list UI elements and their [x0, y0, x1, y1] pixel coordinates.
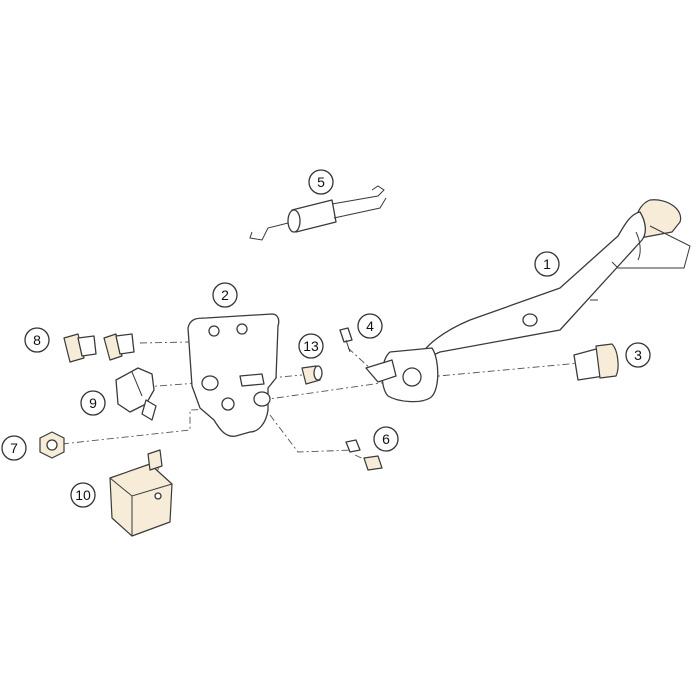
leader-bracket-to-screw	[269, 414, 356, 453]
callout-6: 6	[373, 426, 399, 452]
callout-1: 1	[534, 251, 560, 277]
cable-clamp-part	[115, 367, 157, 421]
leader-clamp-to-bracket	[144, 381, 211, 388]
callout-5: 5	[308, 169, 334, 195]
leader-bolts-to-bracket	[139, 341, 191, 344]
callout-6-label: 6	[382, 431, 390, 447]
leader-bracket-to-stand	[261, 380, 396, 401]
block-body	[109, 463, 173, 537]
switch-screw-part	[339, 327, 353, 353]
bracket-plate	[187, 313, 280, 437]
screw-head	[345, 439, 361, 453]
sleeve-end	[313, 365, 323, 381]
callout-4: 4	[357, 313, 383, 339]
callout-13-label: 13	[303, 338, 319, 354]
clamp-tab	[141, 399, 157, 421]
screw-set-part	[345, 439, 383, 471]
spring-hook-right	[331, 185, 385, 205]
bracket-hole-5	[221, 397, 235, 411]
spring-part	[249, 185, 387, 241]
callout-9-label: 9	[89, 395, 97, 411]
callout-13: 13	[298, 333, 324, 359]
spring-coil-end	[287, 209, 301, 233]
callout-1-label: 1	[543, 256, 551, 272]
block-pin	[147, 449, 163, 471]
clamp-slot	[131, 371, 143, 397]
callout-8: 8	[24, 327, 50, 353]
callout-8-label: 8	[33, 332, 41, 348]
callout-7-label: 7	[10, 440, 18, 456]
leader-screw-to-bushing	[354, 454, 371, 463]
side-stand-pivot-hole	[402, 367, 422, 387]
callout-9: 9	[80, 390, 106, 416]
spring-hook-left	[249, 221, 293, 241]
screw-bushing	[363, 455, 383, 471]
bracket-hole-2	[236, 323, 248, 335]
bolt-2-shank	[115, 333, 135, 355]
callout-3: 3	[625, 342, 651, 368]
callout-10: 10	[70, 482, 96, 508]
bolts-part	[63, 333, 135, 363]
callout-3-label: 3	[634, 347, 642, 363]
leader-stand-to-bolt	[427, 362, 581, 378]
bracket-hole-4	[253, 391, 271, 407]
assembly-leader-lines	[61, 341, 581, 471]
nut-hole	[46, 439, 58, 451]
callout-7: 7	[1, 435, 27, 461]
clamp-body	[115, 367, 155, 413]
bracket-stud	[239, 373, 265, 387]
side-stand-spring-hook	[611, 225, 691, 269]
side-stand-part	[365, 199, 691, 403]
switch-screw-head	[339, 327, 353, 343]
sleeve-part	[301, 365, 323, 385]
callout-5-label: 5	[317, 174, 325, 190]
side-stand-switch-tab	[365, 359, 397, 383]
mounting-bracket-part	[187, 313, 280, 437]
bolt-1-shank	[77, 335, 97, 357]
switch-screw-thread	[345, 339, 351, 353]
leader-screw-to-stand	[347, 347, 373, 371]
side-stand-spring-pin	[522, 313, 538, 327]
block-hole	[154, 492, 162, 500]
callout-10-label: 10	[75, 487, 91, 503]
callout-4-label: 4	[366, 318, 374, 334]
bracket-hole-3	[201, 375, 219, 391]
block-part	[109, 449, 173, 537]
callouts: 1 2 3 4 5 6 7 8 9 10 13	[1, 169, 651, 508]
pivot-bolt-head	[595, 343, 619, 379]
leader-nut-to-bracket	[61, 407, 241, 445]
callout-2: 2	[212, 282, 238, 308]
side-stand-contour	[635, 231, 641, 261]
bracket-hole-1	[208, 325, 220, 337]
spring-tail	[333, 197, 387, 219]
side-stand-leg	[417, 211, 646, 363]
nut-part	[39, 431, 65, 459]
side-stand-foot	[634, 199, 682, 239]
pivot-bolt-part	[573, 343, 619, 381]
callout-2-label: 2	[221, 287, 229, 303]
